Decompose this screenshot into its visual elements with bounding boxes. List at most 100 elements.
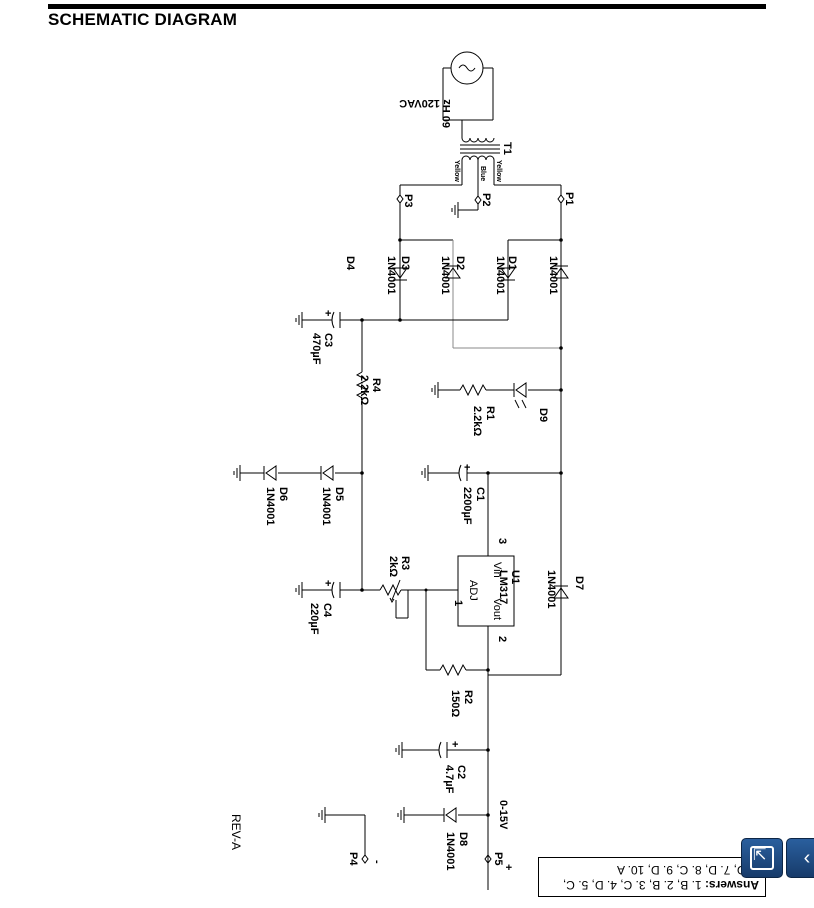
diode-d2-ref: D2 xyxy=(454,256,466,270)
fullscreen-button[interactable] xyxy=(741,838,783,878)
diode-d3-ref: D3 xyxy=(399,256,411,270)
pin-p5-marker xyxy=(484,854,492,864)
resistor-r4 xyxy=(355,371,369,399)
resistor-r1-ref: R1 xyxy=(484,406,496,420)
capacitor-c4-ref: C4 xyxy=(321,603,333,618)
ground-d8 xyxy=(397,807,405,823)
ground-p2 xyxy=(451,202,459,218)
resistor-r4-value: 2.2kΩ xyxy=(358,375,370,405)
regulator-pin3: 3 xyxy=(496,538,508,544)
regulator-vin: Vin xyxy=(491,562,503,578)
diode-d3 xyxy=(445,265,461,279)
source-frequency-label: 60 Hz xyxy=(441,99,453,128)
diode-d6-ref: D6 xyxy=(277,487,289,501)
diode-d1 xyxy=(553,265,569,279)
output-minus: - xyxy=(371,860,383,864)
capacitor-c1-ref: C1 xyxy=(474,487,486,501)
diode-d7-part: 1N4001 xyxy=(545,570,557,609)
answers-line2: 6. D, 7. D, 8. C, 9. D, 10. A xyxy=(616,863,759,877)
output-plus: + xyxy=(502,864,514,870)
svg-text:+: + xyxy=(452,739,458,751)
wire-left-label: Yellow xyxy=(453,160,460,182)
ground-c2 xyxy=(395,742,403,758)
revision-label: REV-A xyxy=(229,814,243,850)
pin-p1-label: P1 xyxy=(563,192,575,205)
potentiometer-r3-ref: R3 xyxy=(399,556,411,570)
capacitor-c2: + xyxy=(438,739,458,759)
resistor-r2 xyxy=(439,663,467,677)
previous-button[interactable]: ‹ xyxy=(786,838,814,878)
diode-d2 xyxy=(500,267,516,281)
ground-d6 xyxy=(233,465,241,481)
svg-text:+: + xyxy=(464,462,470,474)
wire-right-label: Yellow xyxy=(495,160,502,182)
ground-r1 xyxy=(431,382,439,398)
transformer-ref: T1 xyxy=(501,142,513,155)
diode-d7 xyxy=(553,585,569,599)
regulator-adj: ADJ xyxy=(467,580,479,601)
svg-text:+: + xyxy=(325,308,331,320)
pin-p2-label: P2 xyxy=(480,193,492,206)
resistor-r4-ref: R4 xyxy=(370,378,382,393)
regulator-u1 xyxy=(457,555,515,627)
diode-d6-part: 1N4001 xyxy=(264,487,276,526)
ground-p4 xyxy=(318,807,326,823)
capacitor-c4-value: 220µF xyxy=(308,603,320,635)
top-rule xyxy=(48,4,766,9)
resistor-r1 xyxy=(459,383,487,397)
ground-c4 xyxy=(295,582,303,598)
regulator-ref: U1 xyxy=(509,570,521,584)
answers-label: Answers: xyxy=(704,878,759,892)
capacitor-c3-value: 470µF xyxy=(310,333,322,365)
resistor-r1-value: 2.2kΩ xyxy=(471,406,483,436)
diode-d5-part: 1N4001 xyxy=(320,487,332,526)
diode-d1-part: 1N4001 xyxy=(547,256,559,295)
regulator-pin1: 1 xyxy=(452,600,464,606)
answers-line1: 1. B, 2. B, 3. C, 4. D, 5. C, xyxy=(562,878,702,892)
diode-d4 xyxy=(392,267,408,281)
diode-d5-ref: D5 xyxy=(333,487,345,501)
diode-d8 xyxy=(443,807,457,823)
resistor-r2-value: 150Ω xyxy=(449,690,461,717)
diode-d8-part: 1N4001 xyxy=(444,832,456,871)
pin-p4-label: P4 xyxy=(347,852,359,866)
diode-d5 xyxy=(320,465,334,481)
diode-d3-part: 1N4001 xyxy=(439,256,451,295)
diode-d7-ref: D7 xyxy=(573,576,585,590)
ground-c3 xyxy=(295,312,303,328)
resistor-r2-ref: R2 xyxy=(462,690,474,704)
regulator-vout: Vout xyxy=(491,598,503,620)
capacitor-c2-value: 4.7µF xyxy=(443,765,455,794)
capacitor-c1-value: 2200µF xyxy=(461,487,473,525)
ac-source xyxy=(442,51,494,121)
potentiometer-r3-value: 2kΩ xyxy=(387,556,399,577)
pin-p5-label: P5 xyxy=(492,852,504,865)
svg-text:+: + xyxy=(325,578,331,590)
regulator-part: LM317 xyxy=(497,570,509,604)
diode-d4-ref: D4 xyxy=(344,256,356,271)
capacitor-c2-ref: C2 xyxy=(455,765,467,779)
diode-d4-part: 1N4001 xyxy=(385,256,397,295)
pin-p3-label: P3 xyxy=(402,194,414,207)
diode-d2-part: 1N4001 xyxy=(494,256,506,295)
fullscreen-icon xyxy=(750,845,774,870)
capacitor-c3: + xyxy=(325,308,341,329)
diode-d6 xyxy=(263,465,277,481)
capacitor-c4: + xyxy=(325,578,341,599)
ground-c1 xyxy=(421,465,429,481)
regulator-pin2: 2 xyxy=(496,636,508,642)
diode-d1-ref: D1 xyxy=(506,256,518,270)
led-d9-ref: D9 xyxy=(537,408,549,422)
wire-center-label: Blue xyxy=(479,166,486,181)
pin-p4-marker xyxy=(361,854,369,864)
page-title: SCHEMATIC DIAGRAM xyxy=(48,10,238,29)
diode-d8-ref: D8 xyxy=(457,832,469,846)
potentiometer-r3 xyxy=(379,579,402,603)
transformer-t1 xyxy=(460,120,500,190)
capacitor-c1: + xyxy=(458,462,470,482)
output-range: 0-15V xyxy=(497,800,509,830)
led-d9 xyxy=(513,382,527,409)
answers-box: Answers: 1. B, 2. B, 3. C, 4. D, 5. C, 6… xyxy=(538,857,766,897)
source-voltage-label: 120VAC xyxy=(399,97,440,109)
